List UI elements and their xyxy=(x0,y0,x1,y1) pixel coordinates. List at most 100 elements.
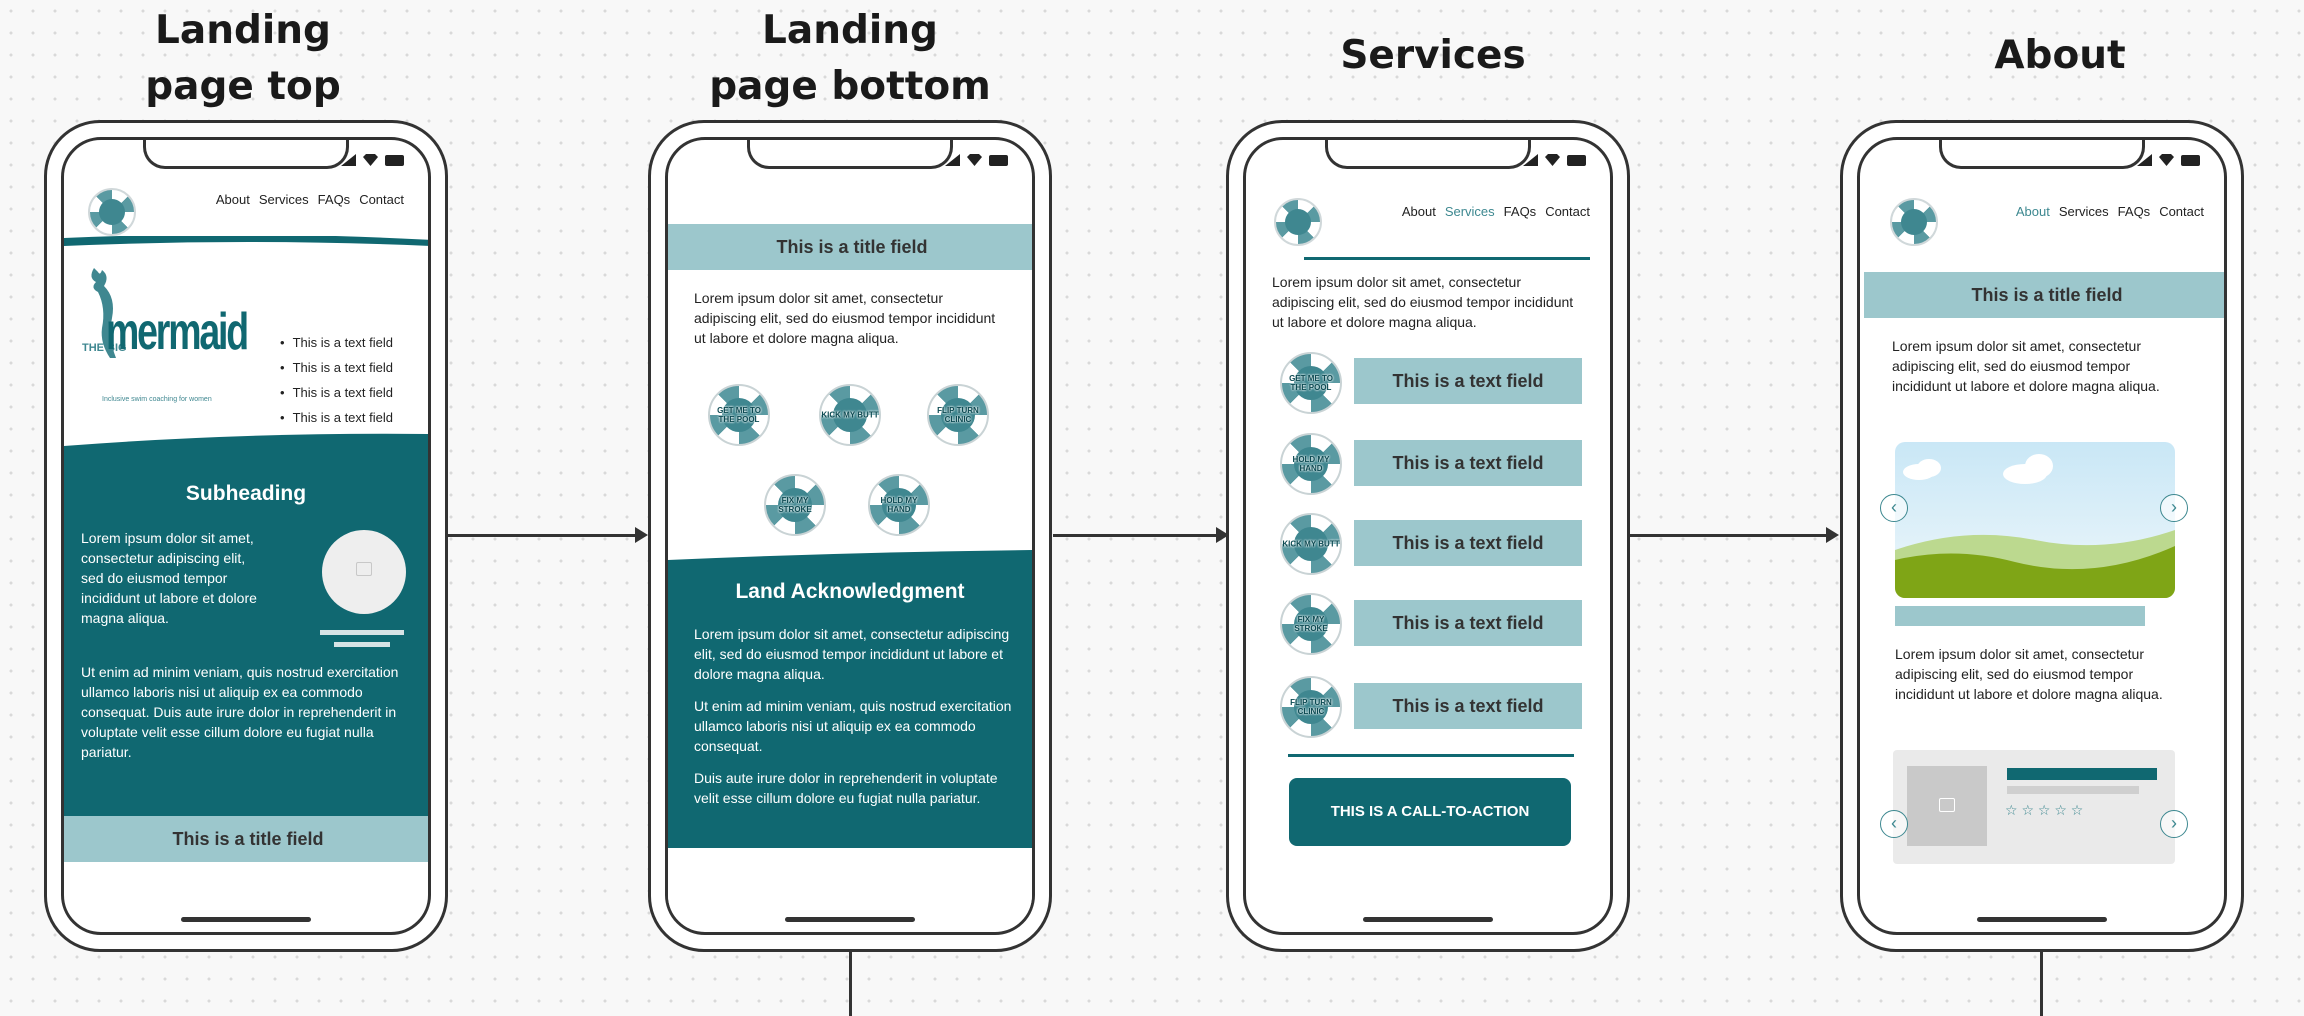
wifi-icon xyxy=(363,154,378,166)
status-bar xyxy=(341,154,404,166)
title-field: This is a title field xyxy=(64,816,428,862)
nav-about[interactable]: About xyxy=(2015,204,2050,219)
lorem-land-3: Duis aute irure dolor in reprehenderit i… xyxy=(694,770,998,806)
flow-arrow-3 xyxy=(1630,534,1826,537)
home-indicator xyxy=(785,917,915,922)
image-placeholder-circle xyxy=(322,530,406,614)
notch xyxy=(747,140,953,169)
flow-arrow-2-head xyxy=(1216,527,1229,543)
flow-arrow-2 xyxy=(1053,534,1216,537)
service-ring-icon[interactable]: KICK MY BUTT xyxy=(819,384,881,446)
phone-services: About Services FAQs Contact Lorem ipsum … xyxy=(1226,120,1630,952)
battery-icon xyxy=(989,154,1008,166)
flow-arrow-1-head xyxy=(635,527,648,543)
bullet-item: This is a text field xyxy=(280,355,393,380)
signal-icon xyxy=(341,154,356,166)
landscape-image xyxy=(1895,442,2175,598)
nav-menu: About Services FAQs Contact xyxy=(2016,204,2204,219)
screen-about: About Services FAQs Contact This is a ti… xyxy=(1857,137,2227,935)
title-field: This is a title field xyxy=(1864,272,2224,318)
signal-icon xyxy=(945,154,960,166)
service-text-field[interactable]: This is a text field xyxy=(1354,600,1582,646)
testimonial-name-bar xyxy=(2007,768,2157,780)
carousel-next-icon[interactable]: › xyxy=(2160,494,2188,522)
logo-icon[interactable] xyxy=(1274,198,1322,246)
caption-bar-2 xyxy=(334,642,390,647)
title-landing-bottom: Landing page bottom xyxy=(709,8,991,109)
divider-bottom xyxy=(1288,754,1574,757)
logo-mermaid: mermaid xyxy=(106,303,249,361)
testimonial-card: ☆ ☆ ☆ ☆ ☆ xyxy=(1893,750,2175,864)
caption-bar-1 xyxy=(320,630,404,635)
image-icon xyxy=(356,562,372,576)
service-text-field[interactable]: This is a text field xyxy=(1354,358,1582,404)
service-ring-icon[interactable]: FLIP TURN CLINIC xyxy=(1280,676,1342,738)
image-icon xyxy=(1939,798,1955,812)
service-ring-icon[interactable]: FIX MY STROKE xyxy=(1280,593,1342,655)
notch xyxy=(1325,140,1531,169)
rating-stars: ☆ ☆ ☆ ☆ ☆ xyxy=(2005,802,2084,818)
nav-faqs[interactable]: FAQs xyxy=(317,192,351,207)
nav-about[interactable]: About xyxy=(215,192,250,207)
nav-menu: About Services FAQs Contact xyxy=(1402,204,1590,219)
service-ring-icon[interactable]: HOLD MY HAND xyxy=(1280,433,1342,495)
testimonial-prev-icon[interactable]: ‹ xyxy=(1880,810,1908,838)
home-indicator xyxy=(1363,917,1493,922)
lorem-land-1: Lorem ipsum dolor sit amet, consectetur … xyxy=(694,626,1010,682)
divider-top xyxy=(1304,257,1590,260)
lorem-ut: Ut enim ad minim veniam, quis nostrud ex… xyxy=(81,664,399,760)
service-ring-icon[interactable]: FLIP TURN CLINIC xyxy=(927,384,989,446)
testimonial-image xyxy=(1907,766,1987,846)
flow-line-down-4 xyxy=(2040,952,2043,1016)
white-bottom xyxy=(668,848,1032,928)
bullet-item: This is a text field xyxy=(280,330,393,355)
service-text-field[interactable]: This is a text field xyxy=(1354,683,1582,729)
wave-divider xyxy=(668,550,1032,570)
landscape-svg xyxy=(1895,454,2175,598)
testimonial-next-icon[interactable]: › xyxy=(2160,810,2188,838)
subheading: Subheading xyxy=(185,482,307,505)
flow-arrow-1 xyxy=(448,534,635,537)
logo-tagline: Inclusive swim coaching for women xyxy=(102,396,212,403)
bullet-list: This is a text field This is a text fiel… xyxy=(280,330,393,430)
home-indicator xyxy=(1977,917,2107,922)
wifi-icon xyxy=(1545,154,1560,166)
lorem-intro: Lorem ipsum dolor sit amet, consectetur … xyxy=(1892,338,2160,394)
status-bar xyxy=(945,154,1008,166)
caption-bar xyxy=(1895,606,2145,626)
service-ring-icon[interactable]: GET ME TO THE POOL xyxy=(1280,352,1342,414)
logo-the-big: THE BIG xyxy=(82,342,127,354)
title-services: Services xyxy=(1340,33,1526,78)
nav-faqs[interactable]: FAQs xyxy=(2117,204,2151,219)
nav-contact[interactable]: Contact xyxy=(1545,204,1590,219)
signal-icon xyxy=(1523,154,1538,166)
battery-icon xyxy=(385,154,404,166)
status-bar xyxy=(2137,154,2200,166)
screen-services: About Services FAQs Contact Lorem ipsum … xyxy=(1243,137,1613,935)
nav-about[interactable]: About xyxy=(1401,204,1436,219)
service-ring-icon[interactable]: KICK MY BUTT xyxy=(1280,513,1342,575)
nav-services[interactable]: Services xyxy=(1444,204,1495,219)
service-text-field[interactable]: This is a text field xyxy=(1354,520,1582,566)
bullet-item: This is a text field xyxy=(280,380,393,405)
screen-landing-bottom: This is a title field Lorem ipsum dolor … xyxy=(665,137,1035,935)
service-ring-icon[interactable]: FIX MY STROKE xyxy=(764,474,826,536)
service-ring-icon[interactable]: HOLD MY HAND xyxy=(868,474,930,536)
nav-contact[interactable]: Contact xyxy=(359,192,404,207)
logo-icon[interactable] xyxy=(1890,198,1938,246)
cta-button[interactable]: THIS IS A CALL-TO-ACTION xyxy=(1289,778,1571,846)
service-ring-icon[interactable]: GET ME TO THE POOL xyxy=(708,384,770,446)
nav-faqs[interactable]: FAQs xyxy=(1503,204,1537,219)
title-about: About xyxy=(1994,33,2126,78)
service-text-field[interactable]: This is a text field xyxy=(1354,440,1582,486)
hero-logo: THE BIG mermaid Inclusive swim coaching … xyxy=(82,268,249,408)
bullet-item: This is a text field xyxy=(280,405,393,430)
logo-icon[interactable] xyxy=(88,188,136,236)
land-heading: Land Acknowledgment xyxy=(735,580,965,603)
nav-services[interactable]: Services xyxy=(258,192,309,207)
lorem-land-2: Ut enim ad minim veniam, quis nostrud ex… xyxy=(694,698,1012,754)
battery-icon xyxy=(2181,154,2200,166)
carousel-prev-icon[interactable]: ‹ xyxy=(1880,494,1908,522)
nav-services[interactable]: Services xyxy=(2058,204,2109,219)
nav-contact[interactable]: Contact xyxy=(2159,204,2204,219)
